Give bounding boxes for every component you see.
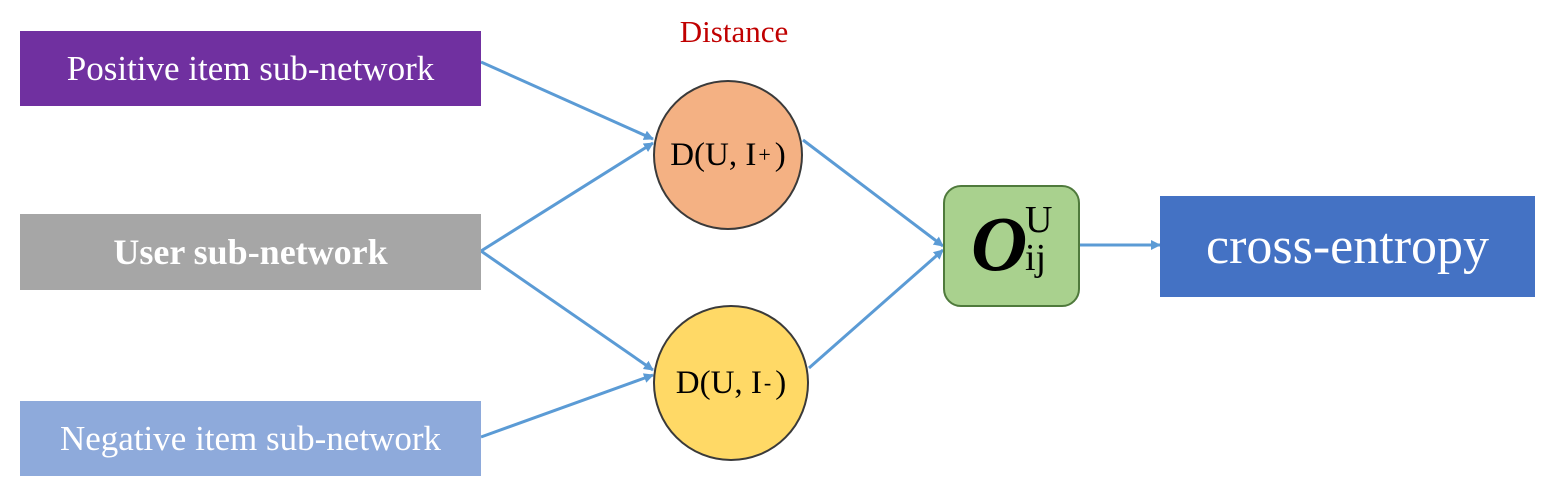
arrow-dpos-to-output bbox=[802, 138, 944, 248]
output-node: O U ij bbox=[943, 185, 1080, 307]
arrow-positive-to-dpos bbox=[480, 60, 654, 141]
arrow-negative-to-dneg bbox=[480, 373, 654, 439]
distance-positive-tail: ) bbox=[774, 136, 786, 173]
distance-negative-node: D(U, I-) bbox=[653, 305, 809, 461]
output-subscript: ij bbox=[1025, 237, 1047, 279]
distance-negative-base: D(U, I bbox=[675, 364, 762, 401]
distance-negative-tail: ) bbox=[775, 364, 787, 401]
distance-positive-base: D(U, I bbox=[670, 136, 757, 173]
arrow-user-to-dneg bbox=[480, 249, 654, 372]
distance-positive-node: D(U, I+) bbox=[653, 80, 803, 230]
positive-item-subnetwork-label: Positive item sub-network bbox=[66, 48, 435, 88]
distance-title: Distance bbox=[679, 14, 789, 49]
output-symbol: O bbox=[971, 200, 1028, 287]
arrow-user-to-dpos bbox=[480, 141, 654, 253]
cross-entropy-label: cross-entropy bbox=[1205, 218, 1490, 275]
negative-item-subnetwork-box: Negative item sub-network bbox=[20, 401, 481, 476]
user-subnetwork-box: User sub-network bbox=[20, 214, 481, 290]
user-subnetwork-label: User sub-network bbox=[113, 232, 388, 272]
arrow-dneg-to-output bbox=[808, 248, 944, 370]
output-superscript: U bbox=[1025, 199, 1053, 241]
cross-entropy-box: cross-entropy bbox=[1160, 196, 1535, 297]
positive-item-subnetwork-box: Positive item sub-network bbox=[20, 31, 481, 106]
negative-item-subnetwork-label: Negative item sub-network bbox=[59, 418, 441, 458]
